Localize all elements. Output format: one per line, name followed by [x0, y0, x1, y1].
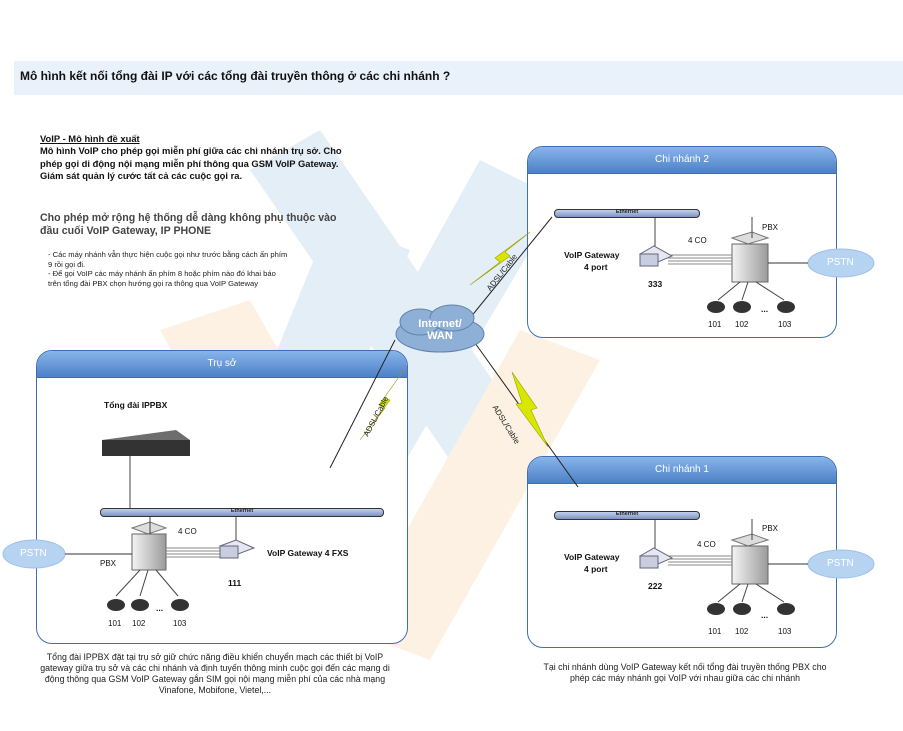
hq-ext-101: 101 [108, 619, 122, 628]
branch2-panel: Chi nhánh 2 [527, 146, 837, 338]
branch1-title: Chi nhánh 1 [528, 457, 836, 484]
branch1-pbx-label: PBX [762, 524, 779, 533]
ippbx-label: Tổng đài IPPBX [104, 400, 168, 410]
branch1-ext-102: 102 [735, 627, 749, 636]
phone-icon [107, 599, 125, 611]
branch2-ethernet-bar: Ethernet [554, 209, 700, 218]
branch2-gateway-label-2: 4 port [584, 262, 608, 272]
note-2: - Để gọi VoIP các máy nhánh ấn phím 8 ho… [48, 269, 276, 288]
hq-wan-link [329, 339, 396, 469]
intro-heading: VoIP - Mô hình đề xuất [40, 133, 140, 144]
branch1-pbx-icon [730, 519, 770, 585]
wan-line2: WAN [427, 330, 453, 342]
pstn-label: PSTN [827, 558, 854, 569]
ethernet-label: Ethernet [230, 508, 254, 514]
lightning-icon [469, 231, 531, 286]
branch2-gateway-label-1: VoIP Gateway [564, 250, 620, 260]
branch2-ext-102: 102 [735, 320, 749, 329]
phone-icon [171, 599, 189, 611]
co-lines [166, 547, 222, 558]
branch2-pbx-icon [730, 217, 770, 283]
hq-ext-103: 103 [173, 619, 187, 628]
branch2-dots: ... [761, 304, 769, 314]
branch2-gateway-icon [638, 217, 674, 267]
branch1-caption: Tại chi nhánh dùng VoIP Gateway kết nối … [543, 662, 827, 683]
page-title: Mô hình kết nối tổng đài IP với các tổng… [20, 69, 451, 83]
hq-ethernet-bar: Ethernet [100, 508, 384, 517]
hq-dots: ... [156, 603, 164, 613]
branch1-dots: ... [761, 610, 769, 620]
notes-block: - Các máy nhánh vẫn thực hiện cuộc gọi n… [48, 250, 288, 288]
branch1-co-label: 4 CO [697, 540, 716, 549]
branch2-ext-103: 103 [778, 320, 792, 329]
branch1-number: 222 [648, 581, 663, 591]
lightning-icon [511, 371, 549, 448]
hq-pbx-icon [130, 515, 168, 571]
phone-icon [707, 301, 725, 313]
intro-body: Mô hình VoIP cho phép gọi miễn phí giữa … [40, 145, 342, 182]
branch1-panel: Chi nhánh 1 [527, 456, 837, 648]
note-1: - Các máy nhánh vẫn thực hiện cuộc gọi n… [48, 250, 288, 269]
ethernet-label: Ethernet [615, 209, 639, 215]
wan-line1: Internet/ [418, 318, 462, 330]
branch2-number: 333 [648, 279, 663, 289]
intro-block: VoIP - Mô hình đề xuất Mô hình VoIP cho … [40, 133, 360, 183]
wan-label: Internet/ WAN [410, 318, 470, 342]
branch2-pbx-label: PBX [762, 223, 779, 232]
pstn-label: PSTN [20, 548, 47, 559]
branch2-title: Chi nhánh 2 [528, 147, 836, 174]
phone-icon [777, 301, 795, 313]
branch1-ext-103: 103 [778, 627, 792, 636]
phone-icon [131, 599, 149, 611]
branch2-co-label: 4 CO [688, 236, 707, 245]
phone-icon [777, 603, 795, 615]
hq-number: 111 [228, 578, 242, 588]
hq-panel: Trụ sở [36, 350, 408, 644]
header-bar: Mô hình kết nối tổng đài IP với các tổng… [14, 61, 903, 95]
pstn-label: PSTN [827, 257, 854, 268]
branch2-ext-101: 101 [708, 320, 722, 329]
branch1-gateway-label-1: VoIP Gateway [564, 552, 620, 562]
phone-icon [733, 603, 751, 615]
phone-icon [707, 603, 725, 615]
hq-ext-102: 102 [132, 619, 146, 628]
phone-icon [733, 301, 751, 313]
branch1-gateway-label-2: 4 port [584, 564, 608, 574]
ethernet-label: Ethernet [615, 511, 639, 517]
hq-co-label: 4 CO [178, 527, 197, 536]
extension-text: Cho phép mở rộng hệ thống dễ dàng không … [40, 212, 337, 237]
branch1-ext-101: 101 [708, 627, 722, 636]
hq-caption: Tổng đài IPPBX đặt tại trụ sở giữ chức n… [40, 652, 390, 695]
branch1-ethernet-bar: Ethernet [554, 511, 700, 520]
lightning-icon [359, 369, 405, 441]
cloud-icon [395, 304, 485, 353]
ippbx-device-icon [102, 430, 190, 510]
branch1-gateway-icon [638, 519, 674, 569]
hq-pbx-label: PBX [100, 559, 117, 568]
hq-gateway-label: VoIP Gateway 4 FXS [267, 548, 349, 558]
hq-title: Trụ sở [37, 351, 407, 378]
hq-gateway-icon [218, 515, 256, 559]
branch2-wan-link [469, 216, 553, 319]
